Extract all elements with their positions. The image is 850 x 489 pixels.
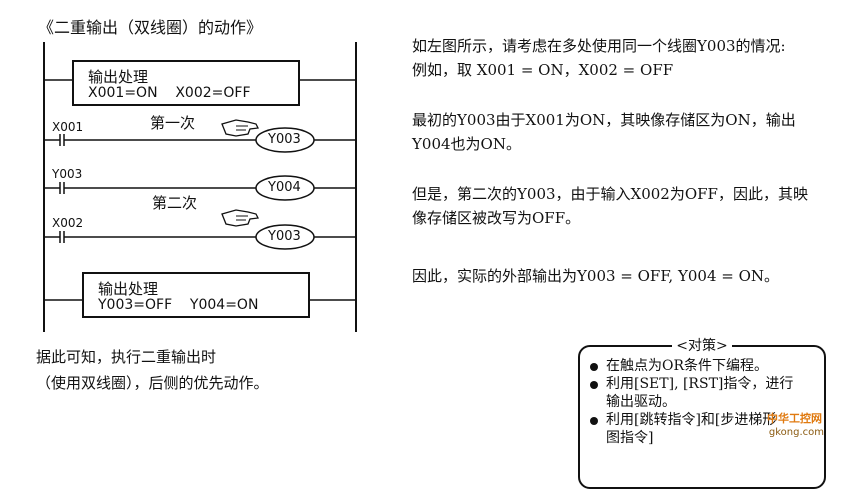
second-time-label: 第二次 <box>152 194 198 212</box>
pointing-hand-icon <box>221 209 259 227</box>
output-process-box-top: 输出处理 X001=ON X002=OFF <box>72 60 300 106</box>
strategy-item: 在触点为OR条件下编程。 <box>586 357 824 375</box>
watermark-url: gkong.com <box>768 427 824 438</box>
pointing-hand-icon <box>221 119 259 137</box>
ladder-diagram <box>43 42 357 332</box>
watermark-logo: 中华工控网 <box>767 412 822 425</box>
coil-label: Y003 <box>268 132 301 147</box>
paragraph-4: 因此，实际的外部输出为Y003 = OFF, Y004 = ON。 <box>412 267 780 285</box>
contact-label: Y003 <box>52 167 83 181</box>
paragraph-1: 如左图所示，请考虑在多处使用同一个线圈Y003的情况: 例如，取 X001 = … <box>412 37 786 79</box>
contact-label: X002 <box>52 216 84 230</box>
coil-y003-first <box>255 127 315 153</box>
coil-y004 <box>255 175 315 201</box>
first-time-label: 第一次 <box>150 114 196 132</box>
box-values: X001=ON X002=OFF <box>88 85 251 101</box>
box-values: Y003=OFF Y004=ON <box>98 297 259 313</box>
coil-label: Y003 <box>268 229 301 244</box>
paragraph-2: 最初的Y003由于X001为ON，其映像存储区为ON，输出 Y004也为ON。 <box>412 111 796 153</box>
strategy-header: <对策> <box>672 338 732 354</box>
conclusion-note: 据此可知，执行二重输出时 （使用双线圈），后侧的优先动作。 <box>36 348 269 392</box>
strategy-item: 利用[跳转指令]和[步进梯形图指令] <box>586 411 824 447</box>
box-title: 输出处理 <box>98 280 159 298</box>
box-title: 输出处理 <box>88 68 149 86</box>
contact-label: X001 <box>52 120 84 134</box>
coil-label: Y004 <box>268 180 301 195</box>
page-title: 《二重输出（双线圈）的动作》 <box>38 18 263 37</box>
coil-y003-second <box>255 224 315 250</box>
output-process-box-bottom: 输出处理 Y003=OFF Y004=ON <box>82 272 310 318</box>
paragraph-3: 但是，第二次的Y003，由于输入X002为OFF，因此，其映 像存储区被改写为O… <box>412 185 808 227</box>
strategy-item: 利用[SET], [RST]指令，进行输出驱动。 <box>586 375 824 411</box>
